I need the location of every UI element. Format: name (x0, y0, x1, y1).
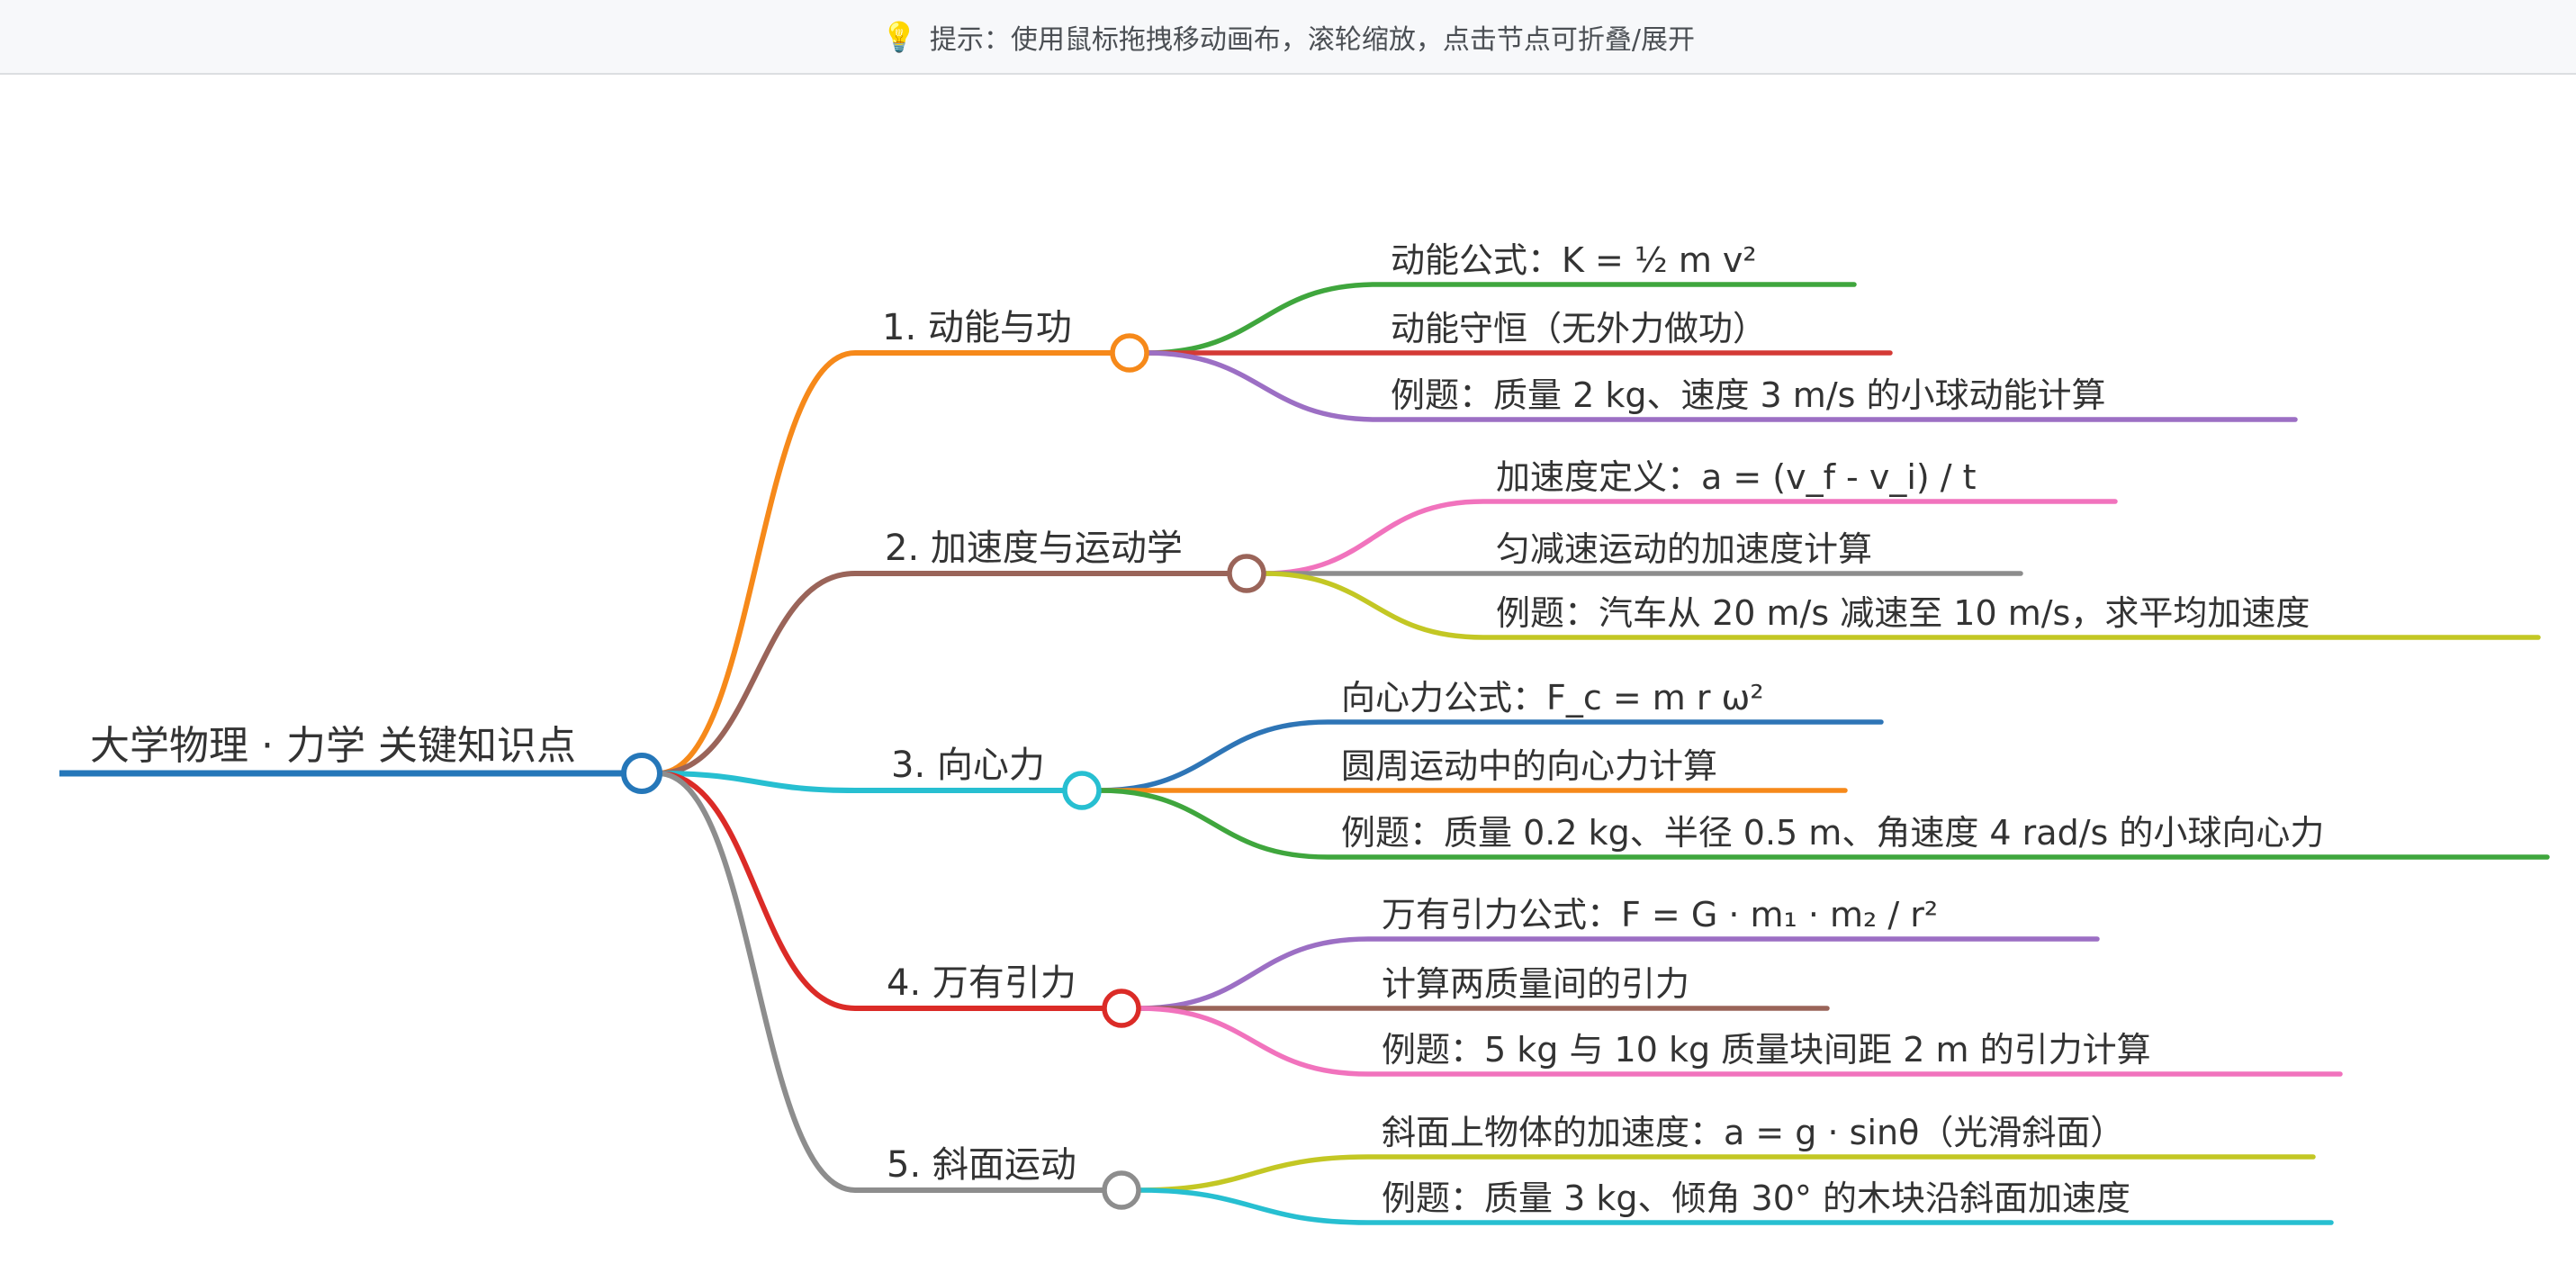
child-link (1136, 1154, 2316, 1193)
child-link (1096, 788, 2550, 860)
child-link (1261, 571, 2541, 640)
branch-node-label[interactable]: 2. 加速度与运动学 (885, 528, 1183, 569)
root-node-label[interactable]: 大学物理 · 力学 关键知识点 (90, 723, 576, 769)
hint-text: 提示：使用鼠标拖拽移动画布，滚轮缩放，点击节点可折叠/展开 (929, 23, 1695, 56)
child-node-label[interactable]: 例题：质量 3 kg、倾角 30° 的木块沿斜面加速度 (1382, 1178, 2130, 1218)
child-link (1136, 936, 2100, 1011)
hint-bar: 💡 提示：使用鼠标拖拽移动画布，滚轮缩放，点击节点可折叠/展开 (0, 0, 2576, 75)
child-node-label[interactable]: 匀减速运动的加速度计算 (1496, 529, 1872, 569)
branch-link (655, 571, 1232, 776)
child-node-label[interactable]: 斜面上物体的加速度：a = g · sinθ（光滑斜面） (1382, 1113, 2124, 1152)
branch-node-circle-1[interactable] (1110, 333, 1149, 373)
child-link (1136, 1187, 2334, 1225)
child-node-label[interactable]: 动能公式：K = ½ m v² (1391, 240, 1757, 280)
branch-node-circle-5[interactable] (1102, 1170, 1141, 1210)
child-link (1144, 282, 1857, 356)
child-node-label[interactable]: 例题：5 kg 与 10 kg 质量块间距 2 m 的引力计算 (1382, 1030, 2151, 1070)
child-node-label[interactable]: 例题：质量 0.2 kg、半径 0.5 m、角速度 4 rad/s 的小球向心力 (1341, 813, 2324, 853)
child-node-label[interactable]: 圆周运动中的向心力计算 (1341, 746, 1717, 786)
child-node-label[interactable]: 例题：质量 2 kg、速度 3 m/s 的小球动能计算 (1391, 375, 2106, 415)
child-node-label[interactable]: 计算两质量间的引力 (1382, 964, 1689, 1004)
branch-node-circle-4[interactable] (1102, 989, 1141, 1028)
branch-node-label[interactable]: 4. 万有引力 (887, 962, 1076, 1004)
child-node-label[interactable]: 例题：汽车从 20 m/s 减速至 10 m/s，求平均加速度 (1496, 593, 2310, 633)
child-node-label[interactable]: 万有引力公式：F = G · m₁ · m₂ / r² (1382, 895, 1938, 934)
branch-node-label[interactable]: 5. 斜面运动 (887, 1144, 1076, 1186)
root-node-circle[interactable] (621, 753, 662, 794)
branch-node-label[interactable]: 3. 向心力 (891, 745, 1045, 786)
child-node-label[interactable]: 向心力公式：F_c = m r ω² (1341, 678, 1764, 718)
child-link (1096, 719, 1884, 793)
branch-link (655, 771, 1107, 1193)
branch-link (655, 771, 1107, 1011)
child-node-label[interactable]: 动能守恒（无外力做功） (1391, 309, 1767, 348)
child-node-label[interactable]: 加速度定义：a = (v_f - v_i) / t (1496, 457, 1977, 497)
branch-node-circle-2[interactable] (1227, 554, 1266, 593)
child-link (1144, 350, 2298, 422)
branch-link (655, 771, 1067, 793)
child-link (1261, 499, 2118, 576)
lightbulb-icon: 💡 (881, 19, 917, 54)
branch-link (655, 350, 1115, 776)
branch-node-label[interactable]: 1. 动能与功 (882, 307, 1072, 348)
branch-node-circle-3[interactable] (1062, 771, 1102, 810)
child-link (1136, 1006, 2343, 1077)
